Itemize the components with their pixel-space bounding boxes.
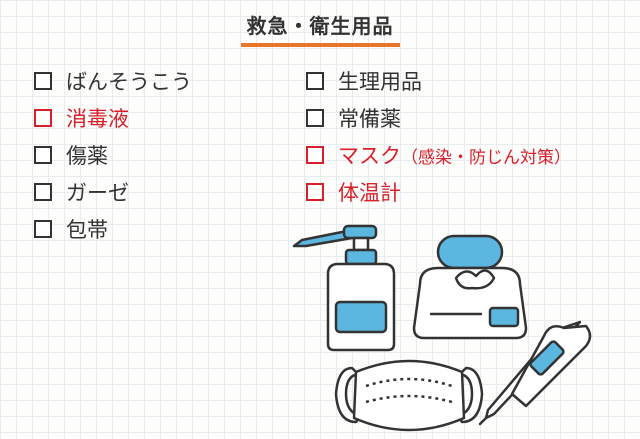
face-mask-icon	[334, 359, 484, 432]
page-title: 救急・衛生用品	[240, 10, 400, 47]
item-label: ガーゼ	[66, 180, 129, 205]
checkbox[interactable]	[306, 108, 324, 127]
checkbox[interactable]	[34, 145, 52, 164]
checklist-item[interactable]: 包帯	[34, 210, 192, 247]
sanitizer-bottle-icon	[292, 224, 396, 352]
checkbox[interactable]	[34, 71, 52, 90]
item-label-note: （感染・防じん対策）	[401, 147, 571, 168]
item-label: 包帯	[66, 217, 108, 242]
item-label: 生理用品	[338, 69, 422, 94]
checkbox[interactable]	[306, 182, 324, 201]
checklist-item[interactable]: 生理用品	[306, 62, 571, 99]
checkbox[interactable]	[306, 145, 324, 164]
checklist-left: ばんそうこう 消毒液 傷薬 ガーゼ 包帯	[34, 62, 192, 247]
checklist-item[interactable]: 常備薬	[306, 99, 571, 136]
checklist-item[interactable]: ばんそうこう	[34, 62, 192, 99]
checkbox[interactable]	[34, 219, 52, 238]
checkbox[interactable]	[34, 182, 52, 201]
checklist-item[interactable]: マスク（感染・防じん対策）	[306, 136, 571, 173]
item-label-main: マスク	[338, 143, 401, 168]
checklist-item[interactable]: 消毒液	[34, 99, 192, 136]
checkbox[interactable]	[306, 71, 324, 90]
checklist-right: 生理用品 常備薬 マスク（感染・防じん対策） 体温計	[306, 62, 571, 210]
item-label: ばんそうこう	[66, 69, 192, 94]
item-label: 消毒液	[66, 106, 129, 131]
checklist-item[interactable]: 傷薬	[34, 136, 192, 173]
title-wrap: 救急・衛生用品	[0, 10, 640, 47]
tissue-box-icon	[412, 234, 528, 340]
thermometer-icon	[478, 320, 592, 426]
item-label: 傷薬	[66, 143, 108, 168]
illustration	[292, 224, 592, 432]
item-label: 体温計	[338, 180, 401, 205]
checklist-item[interactable]: ガーゼ	[34, 173, 192, 210]
checklist-item[interactable]: 体温計	[306, 173, 571, 210]
checkbox[interactable]	[34, 108, 52, 127]
item-label: 常備薬	[338, 106, 401, 131]
item-label: マスク（感染・防じん対策）	[338, 140, 571, 170]
